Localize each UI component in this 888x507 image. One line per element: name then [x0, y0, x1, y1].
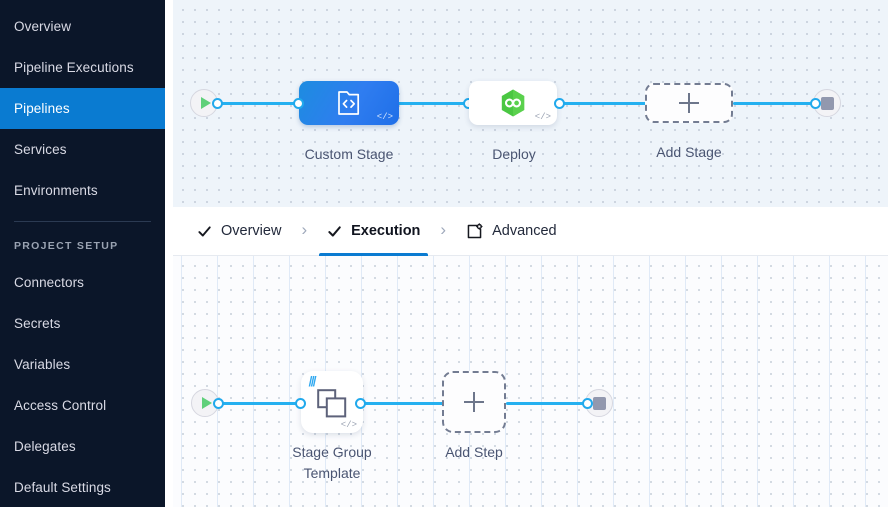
connector-dot-step-in[interactable]	[295, 398, 306, 409]
plus-icon	[464, 392, 484, 412]
stage-tabbar: Overview › Execution › Advan	[173, 207, 888, 256]
sidebar-item-environments[interactable]: Environments	[0, 170, 165, 211]
custom-stage-template-icon	[338, 91, 360, 115]
pipeline-end-node[interactable]	[813, 89, 841, 117]
add-stage-button[interactable]	[645, 83, 733, 123]
sidebar-section-title: PROJECT SETUP	[14, 240, 119, 252]
template-code-badge: </>	[376, 112, 393, 122]
connector-dot-custom-stage-in[interactable]	[293, 98, 304, 109]
stage-label-deploy: Deploy	[492, 146, 536, 162]
sidebar-item-label: Delegates	[14, 439, 76, 454]
main-content: </> Custom Stage </>	[165, 0, 888, 507]
play-icon	[200, 97, 211, 109]
stage-label-custom-stage: Custom Stage	[304, 146, 394, 162]
sidebar-item-label: Environments	[14, 183, 98, 198]
sidebar-item-services[interactable]: Services	[0, 129, 165, 170]
sidebar: Overview Pipeline Executions Pipelines S…	[0, 0, 165, 507]
tab-label: Advanced	[492, 223, 557, 239]
step-node-stage-group-template[interactable]: ||| </>	[301, 371, 363, 433]
connector-dot-end[interactable]	[810, 98, 821, 109]
check-icon	[328, 225, 341, 237]
sidebar-item-label: Pipeline Executions	[14, 60, 134, 75]
stage-group-template-icon	[317, 389, 347, 418]
sidebar-item-label: Services	[14, 142, 67, 157]
connector-dot-start[interactable]	[212, 98, 223, 109]
sidebar-item-label: Overview	[14, 19, 72, 34]
tab-label: Execution	[351, 223, 421, 239]
sidebar-item-pipelines[interactable]: Pipelines	[0, 88, 165, 129]
edge-start-to-stage-group-template	[217, 402, 307, 405]
edge-deploy-to-add-stage	[563, 102, 653, 105]
tab-execution[interactable]: Execution	[315, 207, 432, 256]
sidebar-item-overview[interactable]: Overview	[0, 6, 165, 47]
add-step-label: Add Step	[445, 444, 503, 460]
connector-dot-step-end[interactable]	[582, 398, 593, 409]
connector-dot-step-out[interactable]	[355, 398, 366, 409]
sidebar-item-label: Pipelines	[14, 101, 70, 116]
edge-add-stage-to-end	[733, 102, 828, 105]
sidebar-item-delegates[interactable]: Delegates	[0, 426, 165, 467]
sidebar-item-pipeline-executions[interactable]: Pipeline Executions	[0, 47, 165, 88]
sidebar-item-label: Access Control	[14, 398, 107, 413]
edge-add-step-to-end	[506, 402, 601, 405]
step-canvas[interactable]: ||| </> Stage Group Template Add Step	[173, 256, 888, 507]
deploy-hexagon-icon	[501, 89, 525, 117]
tab-separator-icon: ›	[440, 220, 447, 239]
sidebar-item-secrets[interactable]: Secrets	[0, 303, 165, 344]
tab-overview[interactable]: Overview	[185, 207, 293, 256]
step-label-stage-group-template: Stage Group Template	[292, 444, 372, 481]
template-code-badge: </>	[340, 420, 357, 430]
add-step-button[interactable]	[442, 371, 506, 433]
pipeline-canvas-wrap: </> Custom Stage </>	[173, 0, 888, 507]
sidebar-item-label: Connectors	[14, 275, 85, 290]
play-icon	[201, 397, 212, 409]
sidebar-item-default-settings[interactable]: Default Settings	[0, 467, 165, 507]
stage-node-custom-stage[interactable]: </>	[299, 81, 399, 125]
sidebar-item-connectors[interactable]: Connectors	[0, 262, 165, 303]
tab-separator-icon: ›	[301, 220, 308, 239]
sidebar-item-label: Default Settings	[14, 480, 111, 495]
add-stage-label: Add Stage	[656, 144, 722, 160]
check-icon	[198, 225, 211, 236]
sidebar-item-label: Secrets	[14, 316, 61, 331]
sidebar-item-label: Variables	[14, 357, 71, 372]
stop-icon	[820, 96, 834, 110]
tab-advanced[interactable]: Advanced	[454, 207, 569, 256]
stage-canvas[interactable]: </> Custom Stage </>	[173, 0, 888, 207]
advanced-settings-icon	[467, 222, 483, 238]
connector-dot-step-start[interactable]	[213, 398, 224, 409]
tab-label: Overview	[221, 223, 282, 239]
stop-icon	[592, 396, 606, 410]
edge-start-to-custom-stage	[217, 102, 305, 105]
sidebar-divider	[14, 221, 151, 222]
sidebar-item-variables[interactable]: Variables	[0, 344, 165, 385]
template-code-badge: </>	[534, 112, 551, 122]
sidebar-item-access-control[interactable]: Access Control	[0, 385, 165, 426]
edge-stage-group-template-to-add-step	[363, 402, 448, 405]
connector-dot-deploy-out[interactable]	[554, 98, 565, 109]
plus-icon	[679, 93, 699, 113]
stage-node-deploy[interactable]: </>	[469, 81, 557, 125]
